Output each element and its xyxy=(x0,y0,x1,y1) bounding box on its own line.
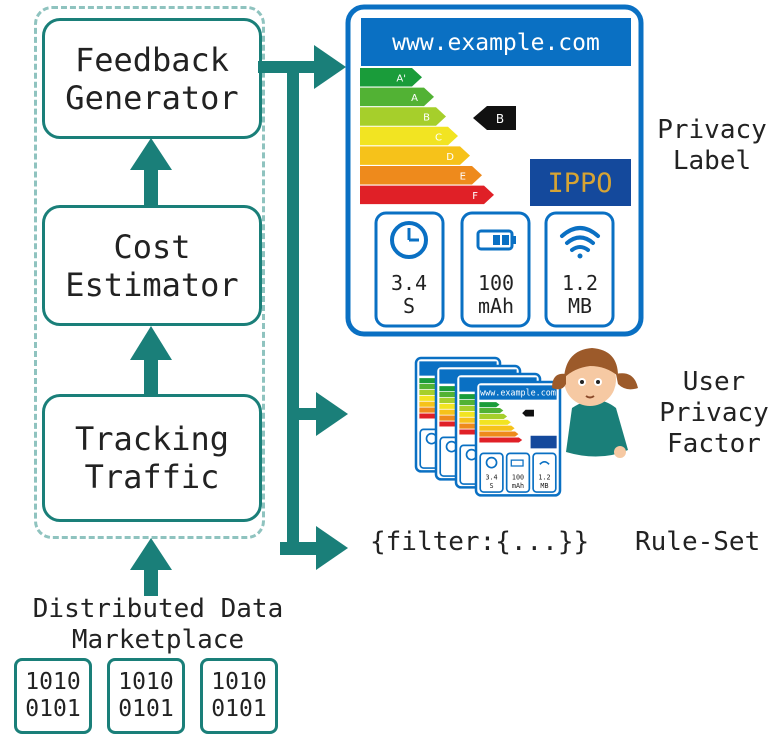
privacy-label-caption-line-1: Privacy xyxy=(657,115,767,145)
grade-letter-2: A xyxy=(411,93,418,104)
grade-bar-1 xyxy=(360,68,422,87)
bus-vertical xyxy=(287,61,299,553)
current-grade-text: B xyxy=(496,112,504,126)
svg-text:S: S xyxy=(490,482,494,490)
up-arrows xyxy=(130,138,172,596)
tracking-traffic-box: Tracking Traffic xyxy=(42,394,262,522)
cost-estimator-line-1: Cost xyxy=(113,227,191,266)
arrow-shaft-market-to-group xyxy=(144,566,158,596)
metric-data-value: 1.2 xyxy=(562,271,598,295)
user-privacy-factor-caption: User Privacy Factor xyxy=(657,367,771,460)
grade-letter-5: D xyxy=(446,152,454,163)
svg-text:100: 100 xyxy=(512,473,524,481)
data-chip-2-top: 1010 xyxy=(118,669,174,695)
tracking-traffic-line-1: Tracking xyxy=(74,420,230,458)
data-chip-3-bottom: 0101 xyxy=(211,696,267,722)
arrow-head-cost-to-feedback xyxy=(130,138,172,170)
svg-text:MB: MB xyxy=(540,482,548,490)
metric-data-unit: MB xyxy=(568,294,592,318)
data-chip-2-bottom: 0101 xyxy=(118,696,174,722)
tracking-traffic-line-2: Traffic xyxy=(84,458,220,496)
svg-text:mAh: mAh xyxy=(512,482,524,490)
grade-letter-4: C xyxy=(435,132,442,143)
arrow-shaft-cost-to-feedback xyxy=(144,166,158,206)
grade-letter-6: E xyxy=(460,172,466,183)
data-chip-3: 1010 0101 xyxy=(200,658,278,734)
output-bus xyxy=(258,45,348,570)
grade-letter-1: A' xyxy=(396,74,406,85)
feedback-generator-box: Feedback Generator xyxy=(42,18,262,139)
pipeline-group-border xyxy=(34,6,265,539)
grade-bar-7 xyxy=(360,185,494,205)
user-privacy-factor-line-3: Factor xyxy=(667,429,761,459)
battery-icon xyxy=(476,229,516,251)
arrow-head-market-to-group xyxy=(130,538,172,570)
grade-bar-6 xyxy=(360,166,482,185)
data-chip-1-bottom: 0101 xyxy=(25,696,81,722)
arrow-shaft-to-label xyxy=(297,61,319,73)
current-grade-marker xyxy=(473,106,516,130)
metric-time-unit: S xyxy=(403,294,415,318)
data-chip-1-top: 1010 xyxy=(25,669,81,695)
clock-icon xyxy=(390,221,428,259)
arrow-head-tracking-to-cost xyxy=(130,326,172,360)
wifi-icon xyxy=(560,226,600,259)
arrow-head-to-rule-set xyxy=(316,526,348,570)
user-privacy-factor-line-2: Privacy xyxy=(659,398,769,428)
url-bar xyxy=(361,18,631,66)
brand-text: IPPO xyxy=(547,168,612,199)
svg-text:www.example.com: www.example.com xyxy=(480,387,556,397)
brand-badge xyxy=(530,159,631,206)
arrow-head-to-user-factor xyxy=(316,392,348,436)
metric-energy-value: 100 xyxy=(478,271,514,295)
grade-letter-7: F xyxy=(472,191,478,202)
marketplace-title: Distributed Data Marketplace xyxy=(12,594,304,656)
arrow-head-to-privacy-label xyxy=(314,45,346,89)
url-text: www.example.com xyxy=(392,30,600,56)
arrow-shaft-tracking-to-cost xyxy=(144,356,158,396)
privacy-label-caption: Privacy Label xyxy=(653,115,771,177)
data-chip-1: 1010 0101 xyxy=(14,658,92,734)
metric-time-value: 3.4 xyxy=(391,271,427,295)
metric-energy-unit: mAh xyxy=(478,294,514,318)
marketplace-title-line-2: Marketplace xyxy=(71,625,245,655)
grade-bar-3 xyxy=(360,107,446,126)
metric-tile-data xyxy=(544,211,615,328)
grade-letter-3: B xyxy=(423,113,430,124)
svg-text:3.4: 3.4 xyxy=(485,473,497,481)
cost-estimator-box: Cost Estimator xyxy=(42,205,262,326)
cost-estimator-line-2: Estimator xyxy=(65,265,239,304)
arrow-shaft-to-rule-set xyxy=(280,542,325,555)
user-avatar-icon xyxy=(552,348,638,458)
marketplace-title-line-1: Distributed Data xyxy=(32,594,284,624)
grade-bar-2 xyxy=(360,87,434,107)
svg-text:1.2: 1.2 xyxy=(538,473,550,481)
user-privacy-factor-line-1: User xyxy=(682,367,746,397)
data-chip-2: 1010 0101 xyxy=(107,658,185,734)
data-chip-3-top: 1010 xyxy=(211,669,267,695)
rule-set-caption: Rule-Set xyxy=(635,527,761,557)
privacy-label-caption-line-2: Label xyxy=(672,146,752,176)
grade-bar-4 xyxy=(360,126,458,146)
rule-set-code: {filter:{...}} xyxy=(370,527,590,557)
feedback-generator-line-2: Generator xyxy=(65,78,239,117)
grade-bar-5 xyxy=(360,146,470,165)
feedback-generator-line-1: Feedback xyxy=(74,40,230,79)
